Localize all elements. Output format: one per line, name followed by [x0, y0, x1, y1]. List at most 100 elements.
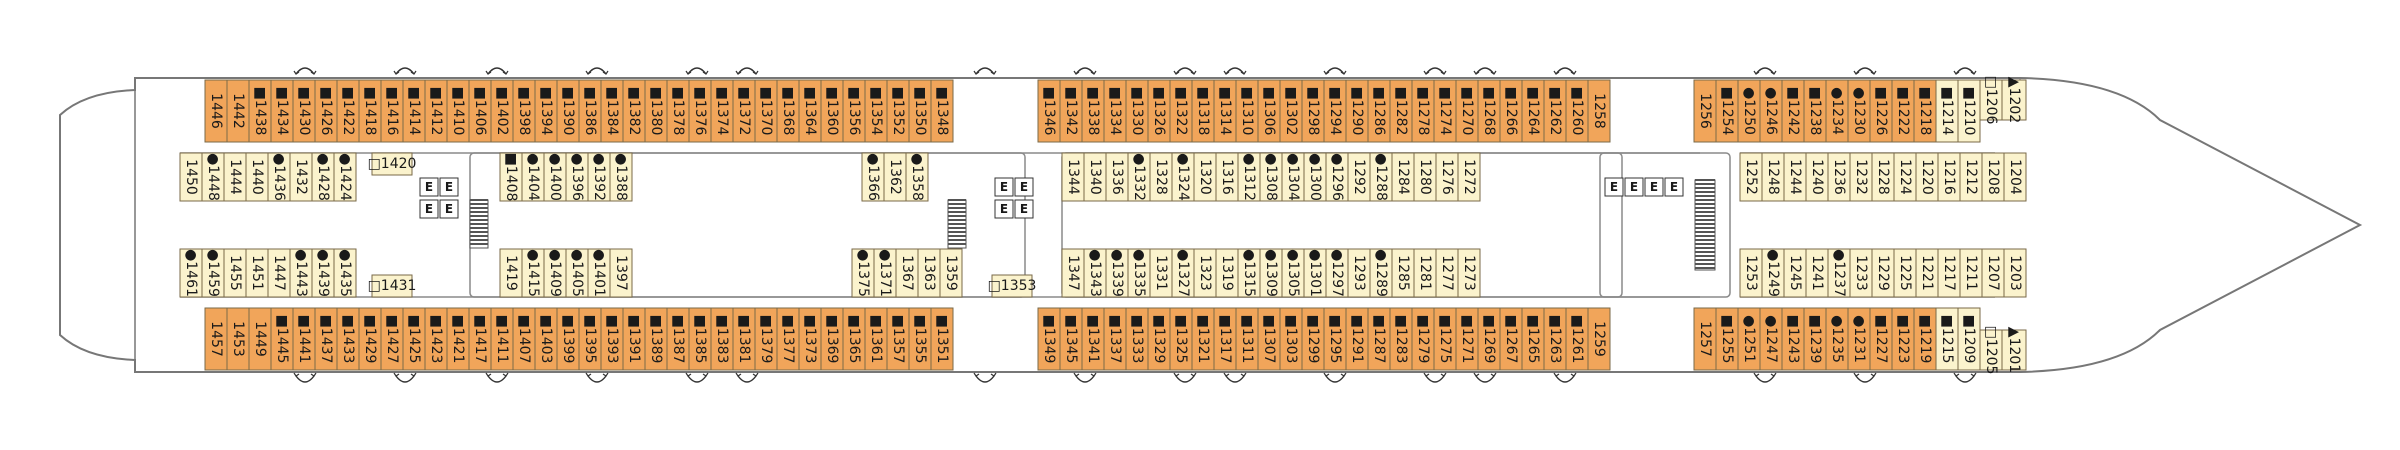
cabin-1324[interactable]: ●1324: [1171, 152, 1195, 202]
cabin-1370[interactable]: ■1370: [754, 79, 778, 143]
cabin-1391[interactable]: ■1391: [622, 307, 646, 371]
cabin-1289[interactable]: ●1289: [1369, 248, 1393, 298]
cabin-1296[interactable]: ●1296: [1325, 152, 1349, 202]
cabin-1405[interactable]: ●1405: [565, 248, 589, 298]
cabin-1236[interactable]: 1236: [1827, 152, 1851, 202]
cabin-1355[interactable]: ■1355: [908, 307, 932, 371]
cabin-1264[interactable]: ■1264: [1521, 79, 1545, 143]
cabin-1273[interactable]: 1273: [1457, 248, 1481, 298]
cabin-1290[interactable]: ■1290: [1345, 79, 1369, 143]
cabin-1243[interactable]: ■1243: [1781, 307, 1805, 371]
cabin-1262[interactable]: ■1262: [1543, 79, 1567, 143]
cabin-1399[interactable]: ■1399: [556, 307, 580, 371]
cabin-1444[interactable]: 1444: [223, 152, 247, 202]
cabin-1449[interactable]: 1449: [248, 307, 272, 371]
cabin-1407[interactable]: ■1407: [512, 307, 536, 371]
cabin-1204[interactable]: 1204: [2003, 152, 2027, 202]
cabin-1427[interactable]: ■1427: [380, 307, 404, 371]
cabin-1422[interactable]: ■1422: [336, 79, 360, 143]
cabin-1360[interactable]: ■1360: [820, 79, 844, 143]
cabin-1350[interactable]: ■1350: [908, 79, 932, 143]
cabin-1294[interactable]: ■1294: [1323, 79, 1347, 143]
cabin-1288[interactable]: ●1288: [1369, 152, 1393, 202]
cabin-1406[interactable]: ■1406: [468, 79, 492, 143]
cabin-1303[interactable]: ■1303: [1279, 307, 1303, 371]
cabin-1432[interactable]: 1432: [289, 152, 313, 202]
cabin-1385[interactable]: ■1385: [688, 307, 712, 371]
cabin-1242[interactable]: ■1242: [1781, 79, 1805, 143]
cabin-1423[interactable]: ■1423: [424, 307, 448, 371]
cabin-1351[interactable]: ■1351: [930, 307, 954, 371]
cabin-1404[interactable]: ●1404: [521, 152, 545, 202]
cabin-1270[interactable]: ■1270: [1455, 79, 1479, 143]
cabin-1373[interactable]: ■1373: [798, 307, 822, 371]
cabin-1252[interactable]: 1252: [1739, 152, 1763, 202]
cabin-1357[interactable]: ■1357: [886, 307, 910, 371]
cabin-1457[interactable]: 1457: [204, 307, 228, 371]
cabin-1358[interactable]: ●1358: [905, 152, 929, 202]
cabin-1448[interactable]: ●1448: [201, 152, 225, 202]
cabin-1285[interactable]: 1285: [1391, 248, 1415, 298]
cabin-1341[interactable]: ■1341: [1081, 307, 1105, 371]
cabin-1354[interactable]: ■1354: [864, 79, 888, 143]
cabin-1238[interactable]: ■1238: [1803, 79, 1827, 143]
cabin-1253[interactable]: 1253: [1739, 248, 1763, 298]
cabin-1421[interactable]: ■1421: [446, 307, 470, 371]
cabin-1211[interactable]: 1211: [1959, 248, 1983, 298]
cabin-1250[interactable]: ●1250: [1737, 79, 1761, 143]
cabin-1335[interactable]: ●1335: [1127, 248, 1151, 298]
cabin-1410[interactable]: ■1410: [446, 79, 470, 143]
cabin-1295[interactable]: ■1295: [1323, 307, 1347, 371]
cabin-1430[interactable]: ■1430: [292, 79, 316, 143]
cabin-1397[interactable]: 1397: [609, 248, 633, 298]
cabin-1346[interactable]: ■1346: [1037, 79, 1061, 143]
cabin-1365[interactable]: ■1365: [842, 307, 866, 371]
cabin-1226[interactable]: ■1226: [1869, 79, 1893, 143]
cabin-1246[interactable]: ●1246: [1759, 79, 1783, 143]
cabin-1278[interactable]: ■1278: [1411, 79, 1435, 143]
cabin-1215[interactable]: ■1215: [1935, 307, 1959, 371]
cabin-1420[interactable]: □1420: [368, 152, 417, 176]
cabin-1255[interactable]: ■1255: [1715, 307, 1739, 371]
cabin-1352[interactable]: ■1352: [886, 79, 910, 143]
cabin-1344[interactable]: 1344: [1061, 152, 1085, 202]
cabin-1266[interactable]: ■1266: [1499, 79, 1523, 143]
cabin-1228[interactable]: 1228: [1871, 152, 1895, 202]
cabin-1321[interactable]: ■1321: [1191, 307, 1215, 371]
cabin-1435[interactable]: ●1435: [333, 248, 357, 298]
cabin-1311[interactable]: ■1311: [1235, 307, 1259, 371]
cabin-1387[interactable]: ■1387: [666, 307, 690, 371]
cabin-1378[interactable]: ■1378: [666, 79, 690, 143]
cabin-1437[interactable]: ■1437: [314, 307, 338, 371]
cabin-1319[interactable]: 1319: [1215, 248, 1239, 298]
cabin-1229[interactable]: 1229: [1871, 248, 1895, 298]
cabin-1388[interactable]: ●1388: [609, 152, 633, 202]
cabin-1275[interactable]: ■1275: [1433, 307, 1457, 371]
cabin-1362[interactable]: 1362: [883, 152, 907, 202]
cabin-1254[interactable]: ■1254: [1715, 79, 1739, 143]
cabin-1383[interactable]: ■1383: [710, 307, 734, 371]
cabin-1386[interactable]: ■1386: [578, 79, 602, 143]
cabin-1408[interactable]: ■1408: [499, 152, 523, 202]
cabin-1359[interactable]: 1359: [939, 248, 963, 298]
cabin-1364[interactable]: ■1364: [798, 79, 822, 143]
cabin-1412[interactable]: ■1412: [424, 79, 448, 143]
cabin-1440[interactable]: 1440: [245, 152, 269, 202]
cabin-1316[interactable]: 1316: [1215, 152, 1239, 202]
cabin-1369[interactable]: ■1369: [820, 307, 844, 371]
cabin-1261[interactable]: ■1261: [1565, 307, 1589, 371]
cabin-1233[interactable]: 1233: [1849, 248, 1873, 298]
cabin-1348[interactable]: ■1348: [930, 79, 954, 143]
cabin-1317[interactable]: ■1317: [1213, 307, 1237, 371]
cabin-1394[interactable]: ■1394: [534, 79, 558, 143]
cabin-1337[interactable]: ■1337: [1103, 307, 1127, 371]
cabin-1217[interactable]: 1217: [1937, 248, 1961, 298]
cabin-1224[interactable]: 1224: [1893, 152, 1917, 202]
cabin-1443[interactable]: ●1443: [289, 248, 313, 298]
cabin-1379[interactable]: ■1379: [754, 307, 778, 371]
cabin-1380[interactable]: ■1380: [644, 79, 668, 143]
cabin-1257[interactable]: 1257: [1693, 307, 1717, 371]
cabin-1218[interactable]: ■1218: [1913, 79, 1937, 143]
cabin-1249[interactable]: ●1249: [1761, 248, 1785, 298]
cabin-1227[interactable]: ■1227: [1869, 307, 1893, 371]
